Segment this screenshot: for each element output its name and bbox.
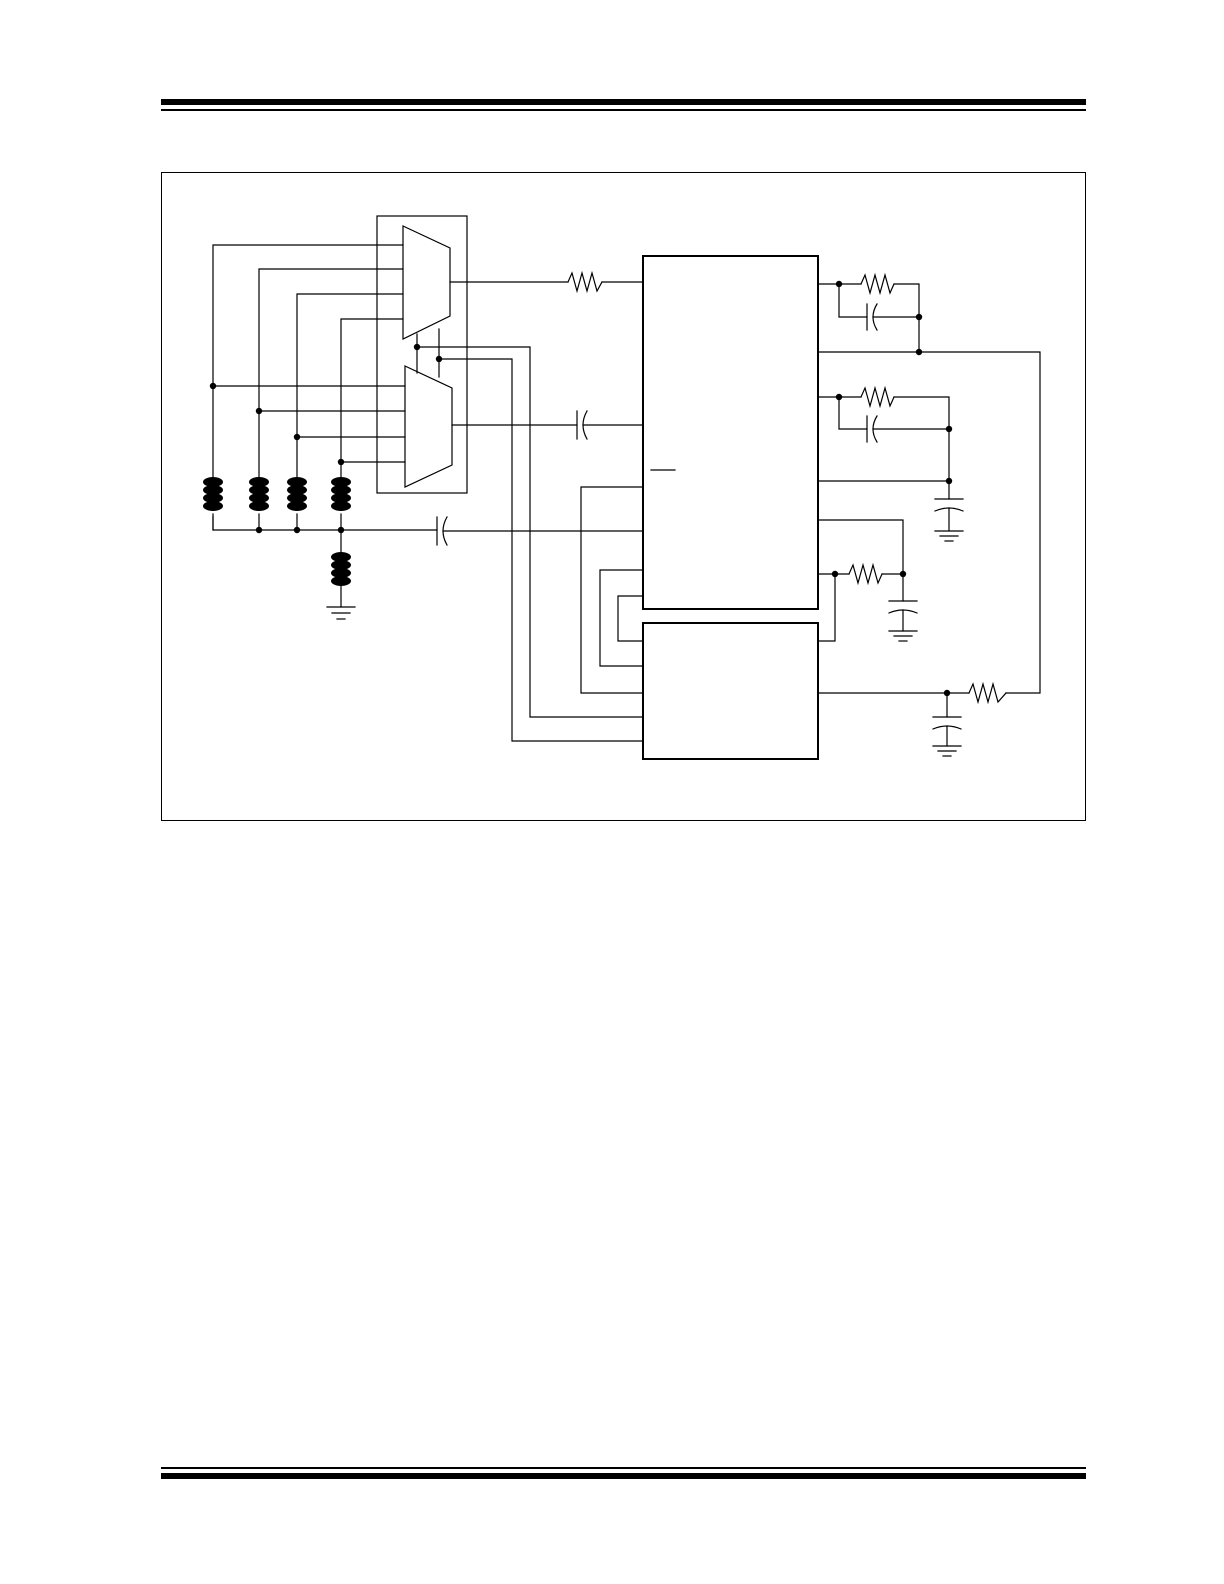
coil-4 [331, 477, 351, 531]
junction-dot [835, 393, 843, 401]
ic-interconnect-lines [580, 486, 644, 694]
mux-select-lines [416, 328, 644, 742]
junction-dot [255, 407, 263, 415]
footer-rule-thick [161, 1473, 1086, 1479]
rc-network-3 [817, 519, 918, 642]
mux-enclosure [376, 215, 468, 494]
coil-3 [287, 477, 307, 531]
output-rc-filter [817, 681, 1007, 757]
schematic-diagram [203, 215, 1041, 760]
junction-dot [293, 433, 301, 441]
multiplexer-upper [402, 225, 451, 340]
coil-common-line [212, 516, 438, 531]
feedback-network-1 [817, 272, 1041, 694]
coil-2 [249, 477, 269, 531]
junction-dot [835, 280, 843, 288]
junction-dot [943, 689, 951, 697]
junction-dot [945, 425, 953, 433]
input-resistor [567, 270, 603, 294]
header-rule-thick [161, 99, 1086, 105]
footer-rule-thin [161, 1467, 1086, 1469]
coil-array [203, 461, 351, 586]
coil-lines-lower-mux [212, 385, 406, 463]
integrated-circuit-secondary [642, 622, 819, 760]
junction-dot [831, 570, 839, 578]
feedback-network-2 [817, 385, 964, 542]
junction-dot [915, 348, 923, 356]
junction-dot [413, 343, 421, 351]
header-rule-thin [161, 109, 1086, 111]
junction-dot [915, 313, 923, 321]
junction-dot [899, 570, 907, 578]
junction-dot [337, 526, 345, 534]
junction-dot [945, 477, 953, 485]
multiplexer-lower [404, 365, 453, 488]
ground-symbol-coil [326, 606, 356, 620]
coil-series [331, 552, 351, 586]
junction-dot [209, 382, 217, 390]
integrated-circuit-main [642, 255, 819, 610]
coil-lines-upper-mux [212, 244, 404, 478]
junction-dot [255, 526, 263, 534]
junction-dots [209, 280, 953, 697]
junction-dot [337, 458, 345, 466]
figure-frame [161, 172, 1086, 821]
junction-dot [293, 526, 301, 534]
junction-dot [435, 355, 443, 363]
